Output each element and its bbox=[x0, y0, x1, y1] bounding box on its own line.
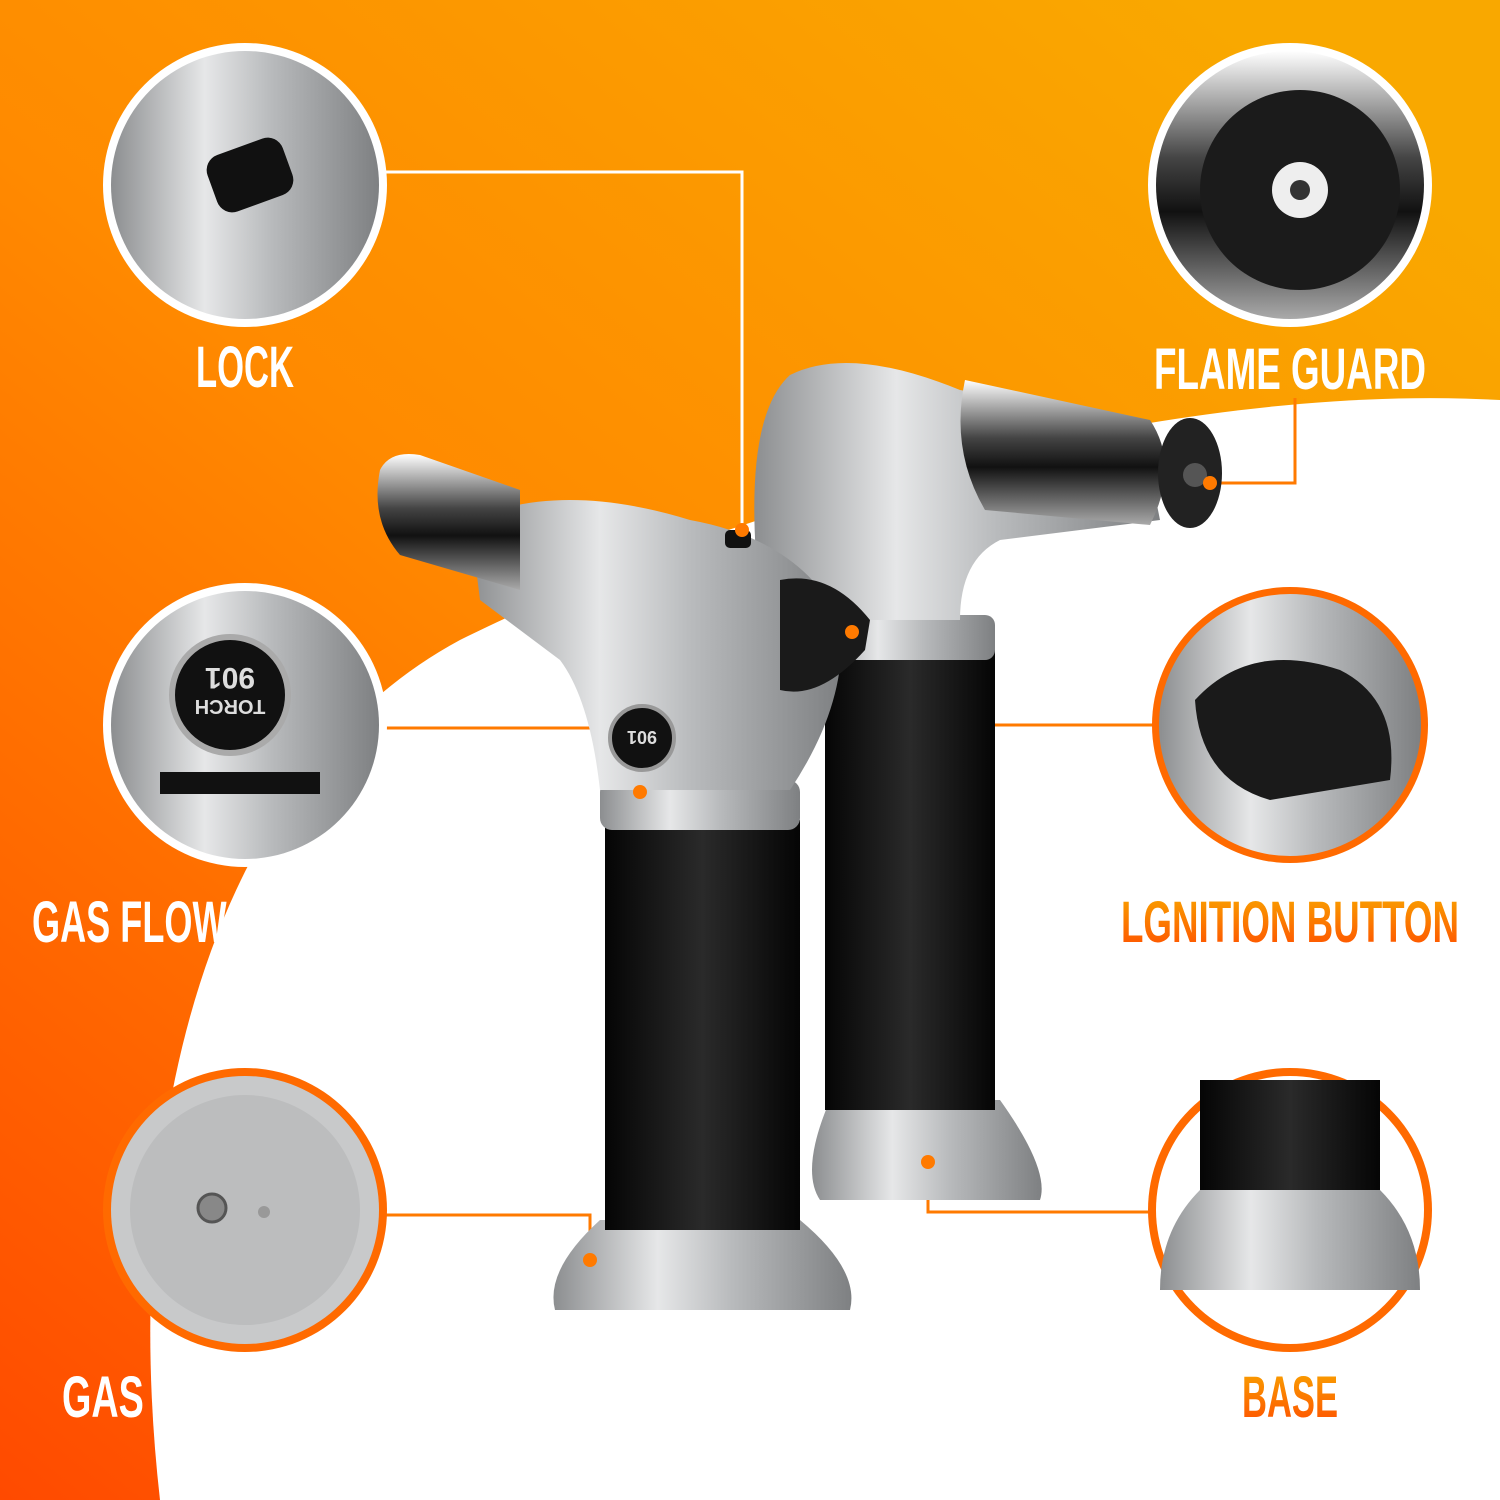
detail-base bbox=[1148, 1068, 1432, 1352]
filling-valve-icon bbox=[196, 1192, 228, 1224]
label-gas-flow-regulator: GAS FLOW REGULATOR bbox=[32, 890, 462, 955]
lock-connector bbox=[385, 170, 744, 530]
torch-back bbox=[754, 363, 1222, 1200]
detail-lock bbox=[103, 43, 387, 327]
base-icon bbox=[1160, 1190, 1420, 1290]
regulator-marker bbox=[633, 785, 647, 799]
detail-ignition bbox=[1152, 587, 1428, 863]
lock-marker bbox=[735, 523, 749, 537]
label-lock: LOCK bbox=[196, 335, 294, 400]
flame-guard-connector bbox=[1212, 398, 1297, 485]
regulator-badge-model: 901 bbox=[205, 661, 255, 694]
torch-badge-model: 901 bbox=[627, 727, 657, 747]
label-ignition-button: LGNITION BUTTON bbox=[1121, 890, 1459, 955]
torch-front: 901 bbox=[377, 454, 870, 1310]
lock-switch-icon bbox=[206, 137, 294, 213]
regulator-dial-icon bbox=[169, 634, 291, 756]
detail-regulator: TORCH 901 bbox=[103, 583, 387, 867]
label-base: BASE bbox=[1242, 1365, 1338, 1430]
ignition-button-icon bbox=[1195, 660, 1392, 800]
label-flame-guard: FLAME GUARD bbox=[1154, 337, 1426, 402]
ignition-marker bbox=[845, 625, 859, 639]
flame-guard-marker bbox=[1203, 476, 1217, 490]
regulator-badge-brand: TORCH bbox=[195, 695, 266, 717]
label-gas-filling-valve: GAS FILLING VALVE bbox=[62, 1365, 432, 1430]
detail-valve bbox=[103, 1068, 387, 1352]
valve-marker bbox=[583, 1253, 597, 1267]
detail-flame-guard bbox=[1148, 43, 1432, 327]
base-marker bbox=[921, 1155, 935, 1169]
